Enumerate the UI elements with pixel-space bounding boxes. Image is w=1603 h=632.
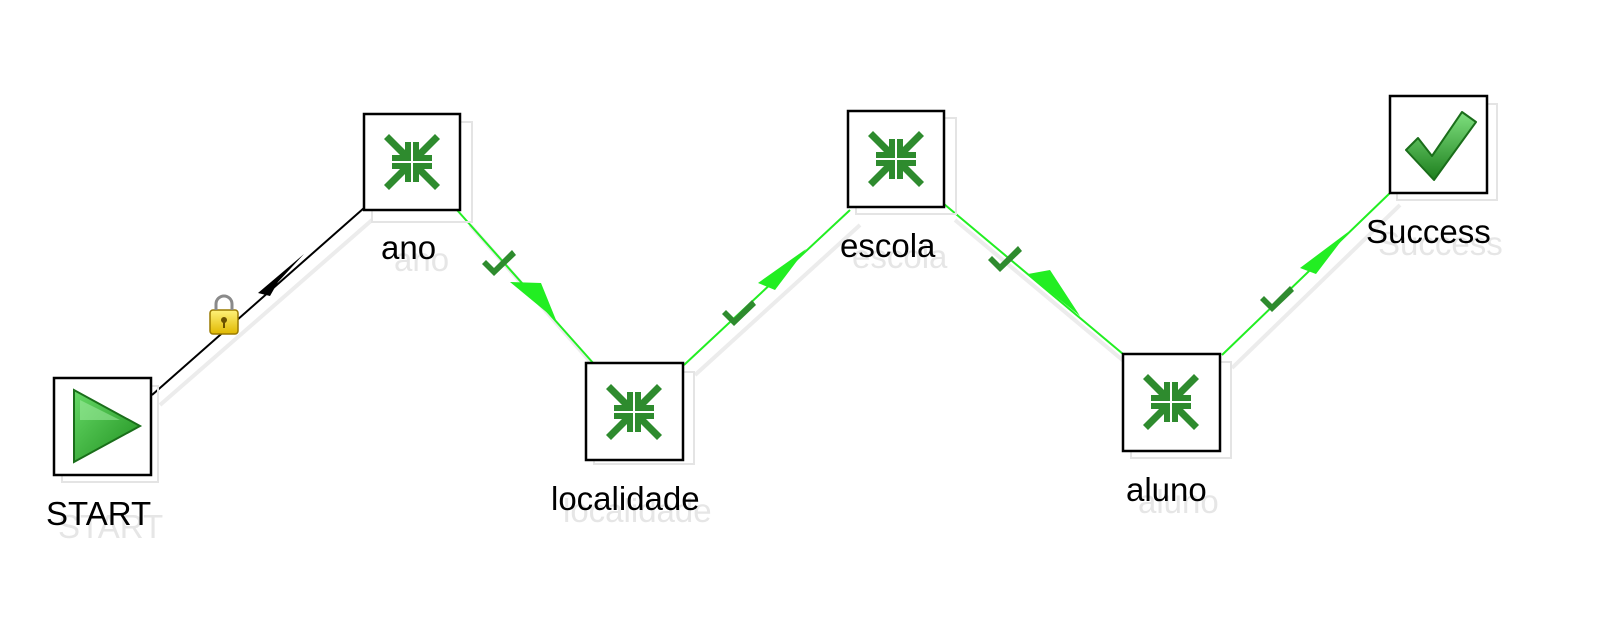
node-label-aluno: aluno: [1126, 471, 1207, 508]
svg-text:Success: Success: [1378, 225, 1503, 262]
hop-localidade-to-escola[interactable]: [683, 209, 851, 366]
node-aluno[interactable]: aluno aluno: [1121, 352, 1232, 520]
hop-arrowhead: [258, 254, 304, 296]
collapse-arrows-icon: [868, 131, 924, 187]
collapse-arrows-icon: [1143, 374, 1199, 430]
hop-arrowhead: [510, 282, 556, 320]
node-label-start: START: [46, 495, 151, 532]
small-checkmark-icon: [482, 250, 516, 276]
hop-arrowhead: [1300, 232, 1348, 274]
collapse-arrows-icon: [606, 384, 662, 440]
node-start[interactable]: START START: [46, 376, 163, 545]
hop-ano-to-localidade[interactable]: [456, 209, 595, 365]
node-label-success: Success: [1366, 213, 1491, 250]
node-label-escola: escola: [840, 227, 936, 264]
checkmark-icon: [1405, 111, 1477, 181]
small-checkmark-icon: [1260, 286, 1294, 312]
hop-aluno-to-success[interactable]: [1221, 191, 1392, 356]
svg-text:localidade: localidade: [563, 492, 712, 529]
node-label-ano: ano: [381, 229, 436, 266]
svg-text:escola: escola: [852, 238, 948, 275]
node-label-localidade: localidade: [551, 480, 700, 517]
play-icon: [73, 388, 143, 464]
svg-text:ano: ano: [394, 241, 449, 278]
svg-text:aluno: aluno: [1138, 483, 1219, 520]
small-checkmark-icon: [988, 246, 1022, 272]
collapse-arrows-icon: [384, 134, 440, 190]
node-success[interactable]: Success Success: [1366, 94, 1503, 262]
hop-arrowhead: [1028, 270, 1080, 316]
small-checkmark-icon: [722, 300, 756, 326]
lock-icon: [209, 294, 239, 335]
hop-escola-to-aluno[interactable]: [943, 203, 1124, 355]
hop-arrowhead: [758, 249, 806, 290]
node-localidade[interactable]: localidade localidade: [551, 361, 712, 529]
node-ano[interactable]: ano ano: [362, 112, 473, 278]
hop-start-to-ano[interactable]: [151, 207, 365, 396]
node-escola[interactable]: escola escola: [840, 109, 957, 275]
svg-text:START: START: [58, 508, 163, 545]
